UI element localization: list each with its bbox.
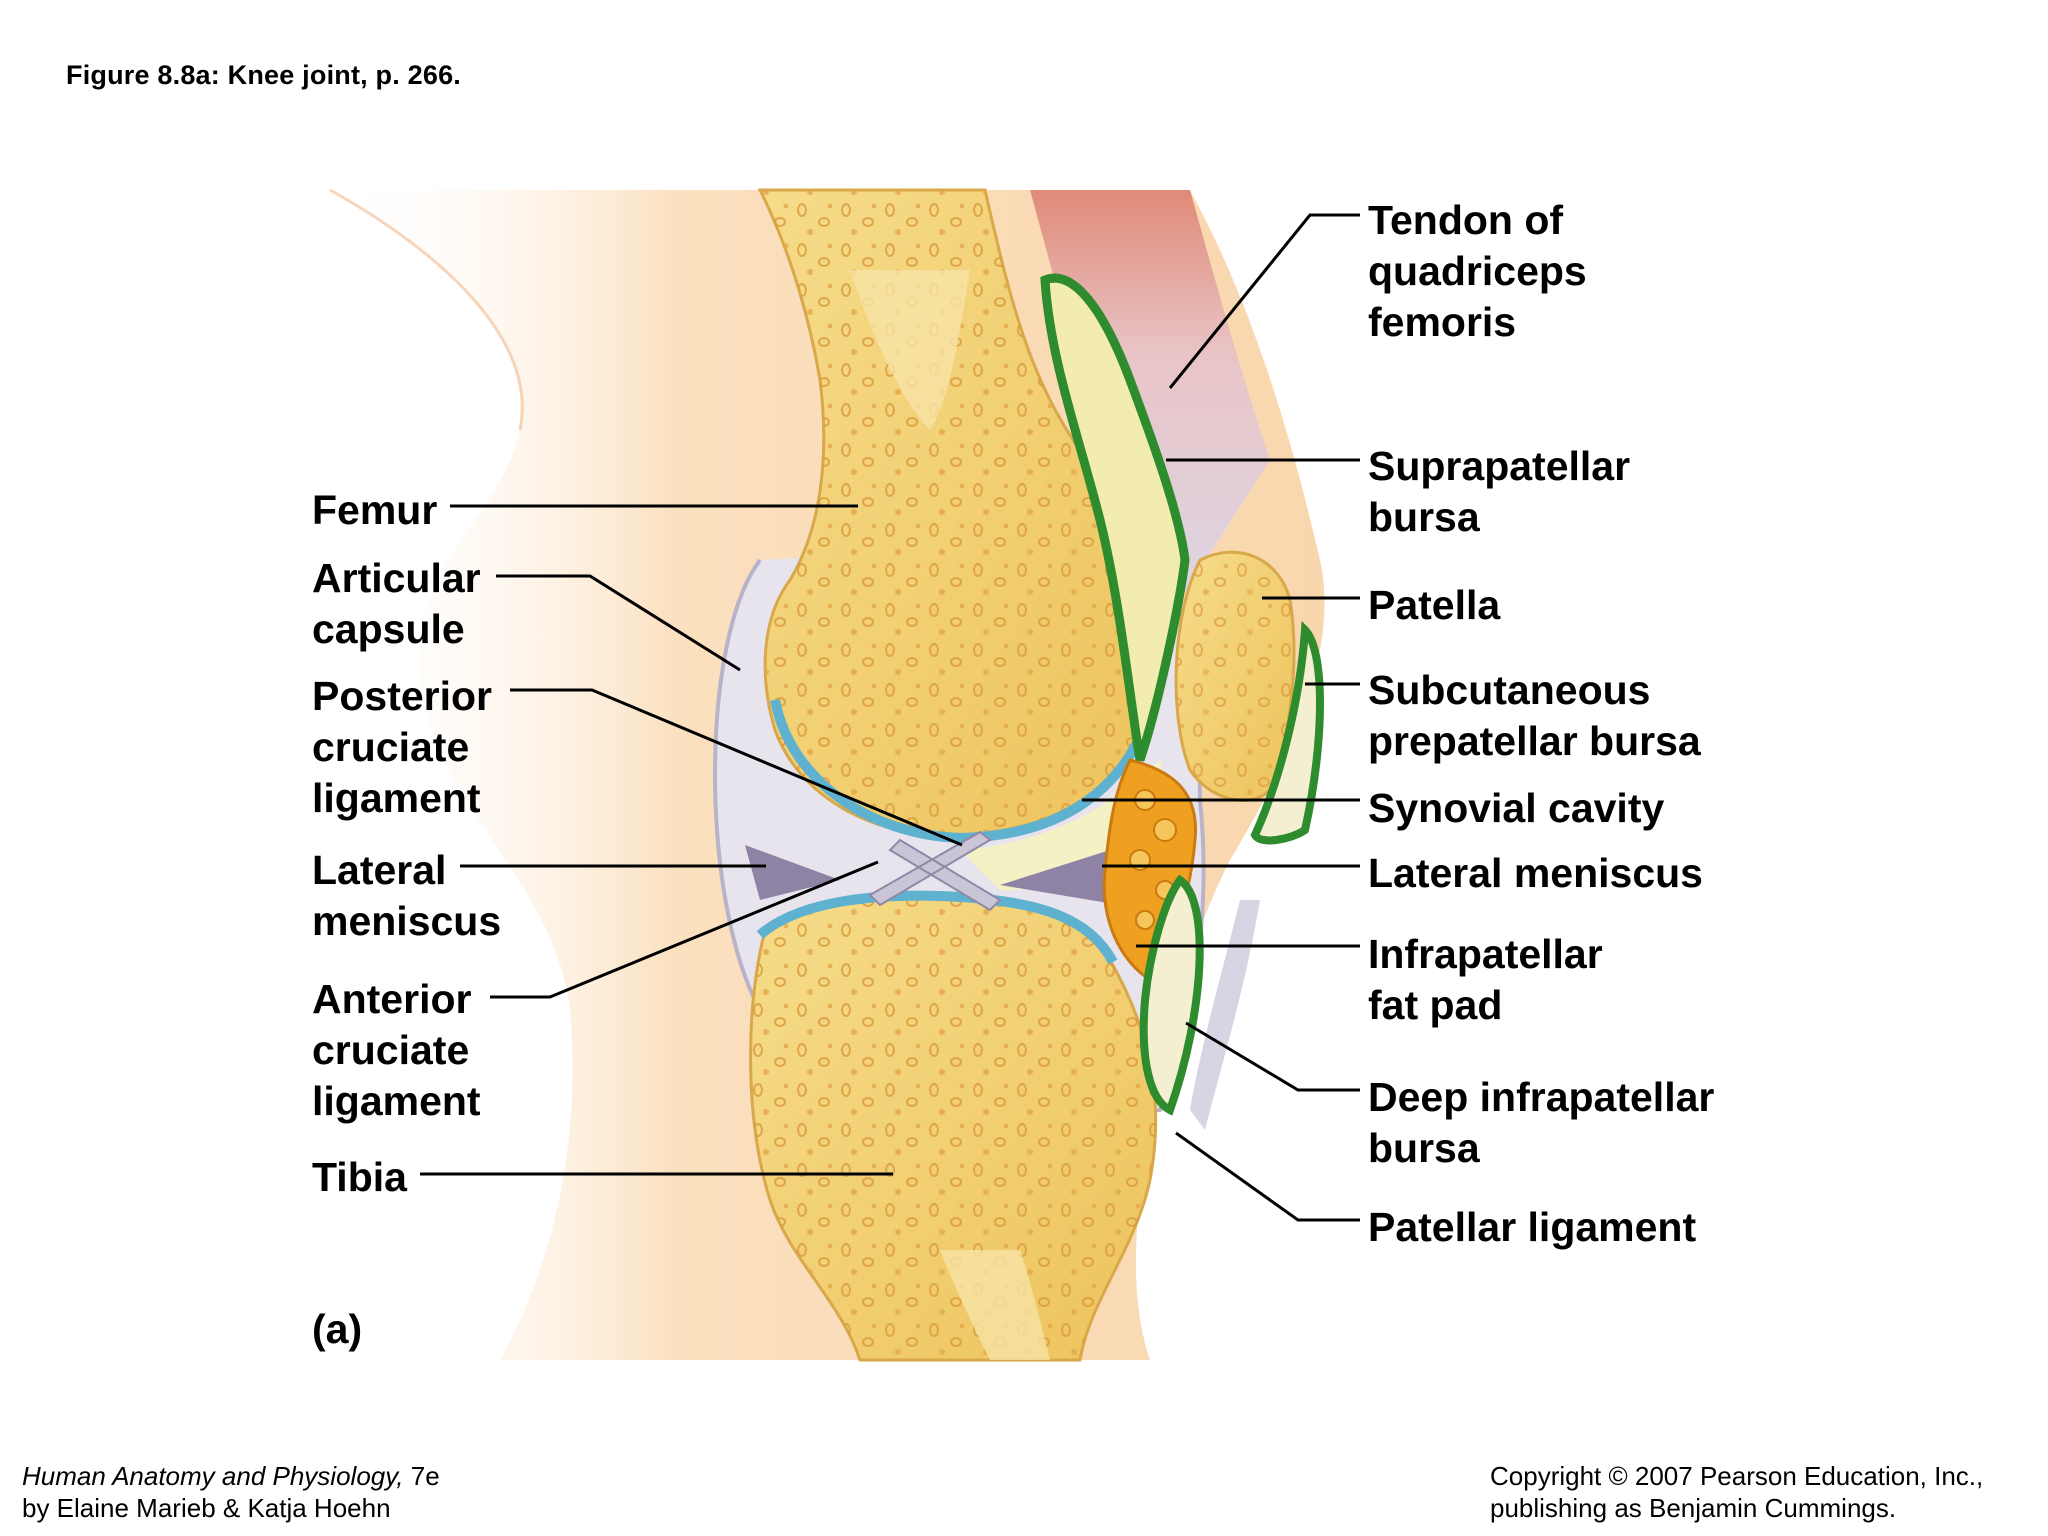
label-patella: Patella	[1368, 582, 1501, 628]
publisher-line: publishing as Benjamin Cummings.	[1490, 1493, 1897, 1523]
suprapatellar-bursa	[1040, 273, 1190, 762]
footer-copyright: Copyright © 2007 Pearson Education, Inc.…	[1490, 1460, 1983, 1524]
lateral-meniscus-posterior	[745, 845, 840, 900]
label-patellar-ligament: Patellar ligament	[1368, 1204, 1697, 1250]
lateral-meniscus-anterior	[1000, 850, 1120, 905]
label-deep-infrapatellar-bursa: Deep infrapatellar bursa	[1368, 1074, 1715, 1171]
label-lateral-meniscus-right: Lateral meniscus	[1368, 850, 1703, 896]
label-articular-capsule: Articular capsule	[312, 555, 481, 652]
label-anterior-cruciate-ligament: Anterior cruciate ligament	[312, 976, 481, 1124]
label-lateral-meniscus-left: Lateral meniscus	[312, 847, 502, 944]
label-femur: Femur	[312, 487, 438, 533]
leader-lines	[420, 213, 1360, 1222]
footer-book-credit: Human Anatomy and Physiology, 7e by Elai…	[22, 1460, 440, 1524]
book-authors: by Elaine Marieb & Katja Hoehn	[22, 1493, 391, 1523]
prepatellar-bursa	[1250, 620, 1324, 845]
part-letter: (a)	[312, 1306, 363, 1352]
label-subcutaneous-prepatellar-bursa: Subcutaneous prepatellar bursa	[1368, 667, 1701, 764]
label-infrapatellar-fat-pad: Infrapatellar fat pad	[1368, 931, 1603, 1028]
label-posterior-cruciate-ligament: Posterior cruciate ligament	[312, 673, 492, 821]
label-tendon-of-quadriceps-femoris: Tendon of quadriceps femoris	[1368, 197, 1587, 345]
copyright-line: Copyright © 2007 Pearson Education, Inc.…	[1490, 1461, 1984, 1491]
patellar-ligament	[1190, 900, 1260, 1130]
book-title: Human Anatomy and Physiology,	[22, 1461, 404, 1491]
label-synovial-cavity: Synovial cavity	[1368, 785, 1665, 831]
figure-title: Figure 8.8a: Knee joint, p. 266.	[66, 60, 461, 90]
book-edition: 7e	[403, 1461, 440, 1491]
label-tibia: Tibia	[312, 1154, 407, 1200]
quadriceps-tendon	[1030, 190, 1270, 600]
label-suprapatellar-bursa: Suprapatellar bursa	[1368, 443, 1631, 540]
cruciate-ligaments	[868, 830, 1002, 912]
